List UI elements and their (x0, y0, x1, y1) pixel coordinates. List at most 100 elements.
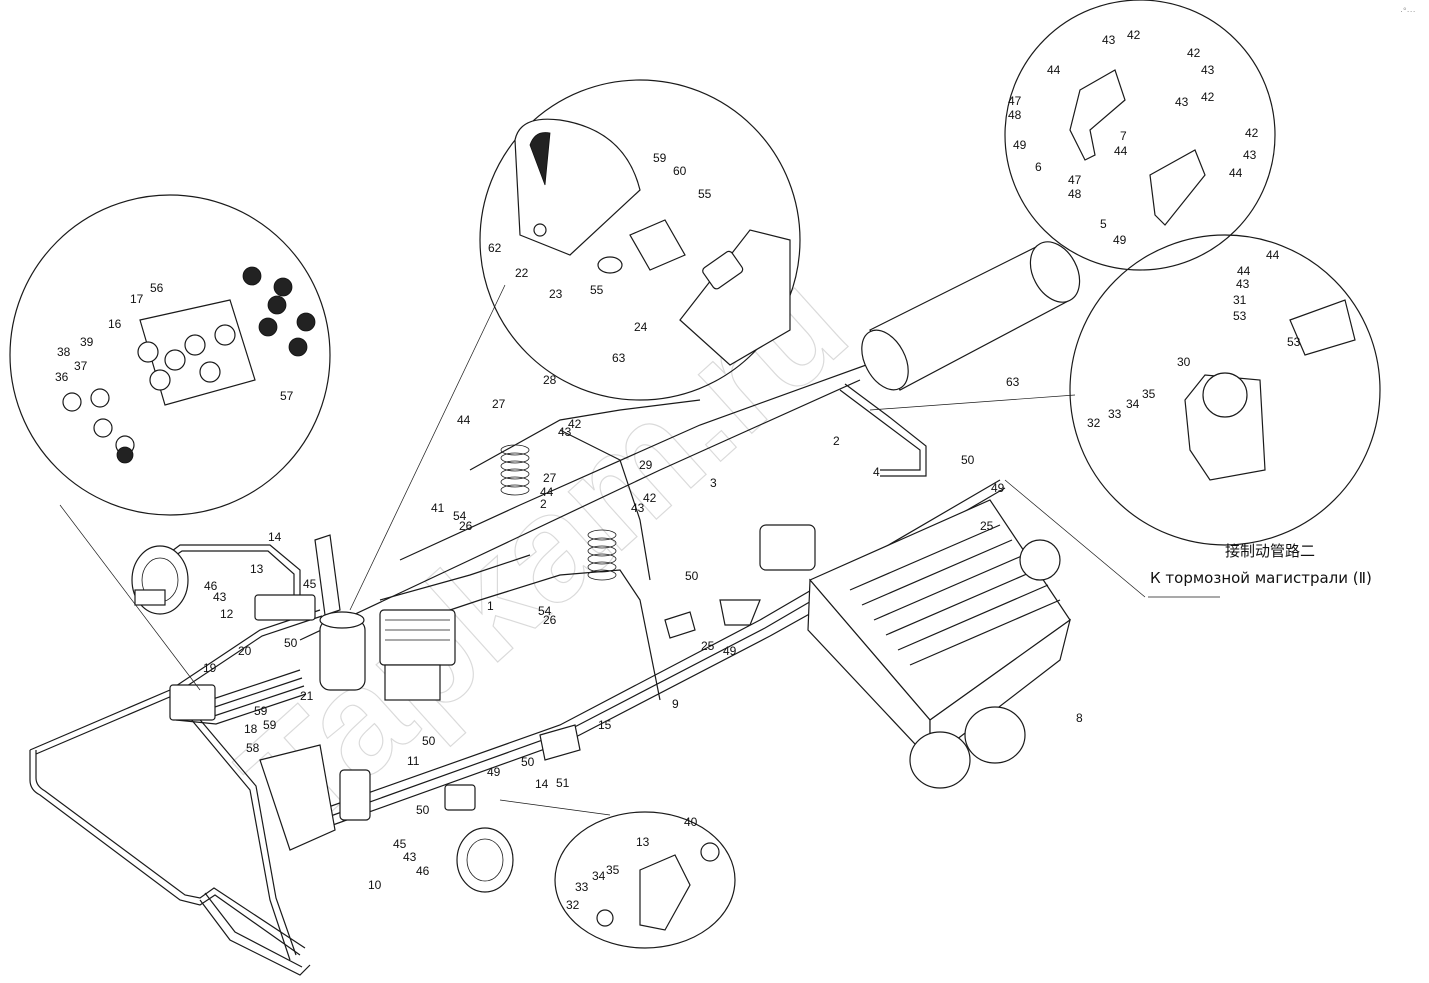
callout: 29 (639, 458, 653, 472)
callout: 51 (556, 776, 570, 790)
callout: 50 (284, 636, 298, 650)
callout: 11 (407, 754, 420, 768)
note-line-2: К тормозной магистрали (Ⅱ) (1150, 569, 1372, 587)
callout: 31 (1233, 293, 1247, 307)
callout: 33 (1108, 407, 1122, 421)
callout: 43 (1201, 63, 1215, 77)
callout: 12 (220, 607, 234, 621)
callout: 43 (1175, 95, 1189, 109)
tee-25 (664, 599, 761, 639)
callout: 32 (566, 898, 580, 912)
callouts: 1 2 2 3 4 5 6 7 8 9 10 11 12 13 13 14 14… (55, 28, 1301, 912)
callout: 30 (1177, 355, 1191, 369)
callout: 28 (543, 373, 557, 387)
callout: 10 (368, 878, 382, 892)
callout: 37 (74, 359, 88, 373)
callout: 44 (457, 413, 471, 427)
callout: 62 (488, 241, 502, 255)
callout: 17 (130, 292, 144, 306)
callout: 45 (303, 577, 317, 591)
air-dryer (319, 611, 366, 691)
manifold-block-12 (254, 594, 316, 621)
callout: 24 (634, 320, 648, 334)
callout: 23 (549, 287, 563, 301)
callout: 34 (1126, 397, 1140, 411)
callout: 13 (636, 835, 650, 849)
callout: 48 (1068, 187, 1082, 201)
callout: 49 (487, 765, 501, 779)
callout: 49 (723, 644, 737, 658)
callout: 26 (543, 613, 557, 627)
callout: 35 (1142, 387, 1156, 401)
battery-box (807, 499, 1071, 789)
callout: 33 (575, 880, 589, 894)
callout: 55 (590, 283, 604, 297)
callout: 21 (300, 689, 314, 703)
callout: 8 (1076, 711, 1083, 725)
callout: 43 (558, 425, 572, 439)
callout: 49 (1113, 233, 1127, 247)
callout: 59 (263, 718, 277, 732)
seal-rings-left (62, 324, 236, 455)
callout: 39 (80, 335, 94, 349)
callout: 13 (250, 562, 264, 576)
detail-leader-1 (59, 504, 201, 691)
callout: 16 (108, 317, 122, 331)
callout: 34 (592, 869, 606, 883)
callout: 46 (416, 864, 430, 878)
dryer-valve-54 (597, 219, 686, 274)
callout: 44 (1266, 248, 1280, 262)
callout: 20 (238, 644, 252, 658)
callout: 42 (1187, 46, 1201, 60)
callout: 54 (453, 509, 467, 523)
callout: 53 (1287, 335, 1301, 349)
callout: 43 (1102, 33, 1116, 47)
callout: 2 (833, 434, 840, 448)
callout: 60 (673, 164, 687, 178)
callout: 59 (653, 151, 667, 165)
callout: 19 (203, 661, 217, 675)
detail-circle-valve-13 (554, 811, 736, 949)
detail-leader-4 (869, 394, 1076, 411)
coil-pipe-upper (500, 444, 530, 496)
callout: 58 (246, 741, 260, 755)
callout: 1 (487, 599, 494, 613)
callout: 4 (873, 465, 880, 479)
valve-11 (444, 784, 476, 811)
callout: 55 (698, 187, 712, 201)
valve-15 (539, 724, 581, 761)
detail-circle-relay (1069, 234, 1381, 546)
air-compressor (379, 609, 456, 701)
callout: 18 (244, 722, 258, 736)
callout: 56 (150, 281, 164, 295)
seal-rings-right (116, 266, 316, 464)
callout: 44 (1047, 63, 1061, 77)
callout: 14 (268, 530, 282, 544)
callout: 43 (213, 590, 227, 604)
callout: 40 (684, 815, 698, 829)
callout: 50 (961, 453, 975, 467)
callout: 44 (1229, 166, 1243, 180)
callout: 9 (672, 697, 679, 711)
callout: 50 (422, 734, 436, 748)
callout: 57 (280, 389, 294, 403)
brake-chamber-right (456, 827, 514, 893)
callout: 42 (643, 491, 657, 505)
callout: 63 (612, 351, 626, 365)
bracket-24 (679, 229, 791, 366)
callout: 47 (1068, 173, 1082, 187)
callout: 42 (1201, 90, 1215, 104)
callout: 49 (1013, 138, 1027, 152)
callout: 63 (1006, 375, 1020, 389)
callout: 27 (492, 397, 506, 411)
air-tank (861, 241, 1081, 391)
callout: 50 (685, 569, 699, 583)
callout: 43 (403, 850, 417, 864)
callout: 3 (710, 476, 717, 490)
callout: 6 (1035, 160, 1042, 174)
callout: 27 (543, 471, 557, 485)
callout: 5 (1100, 217, 1107, 231)
dryer-bracket (314, 534, 341, 616)
callout: 26 (459, 519, 473, 533)
